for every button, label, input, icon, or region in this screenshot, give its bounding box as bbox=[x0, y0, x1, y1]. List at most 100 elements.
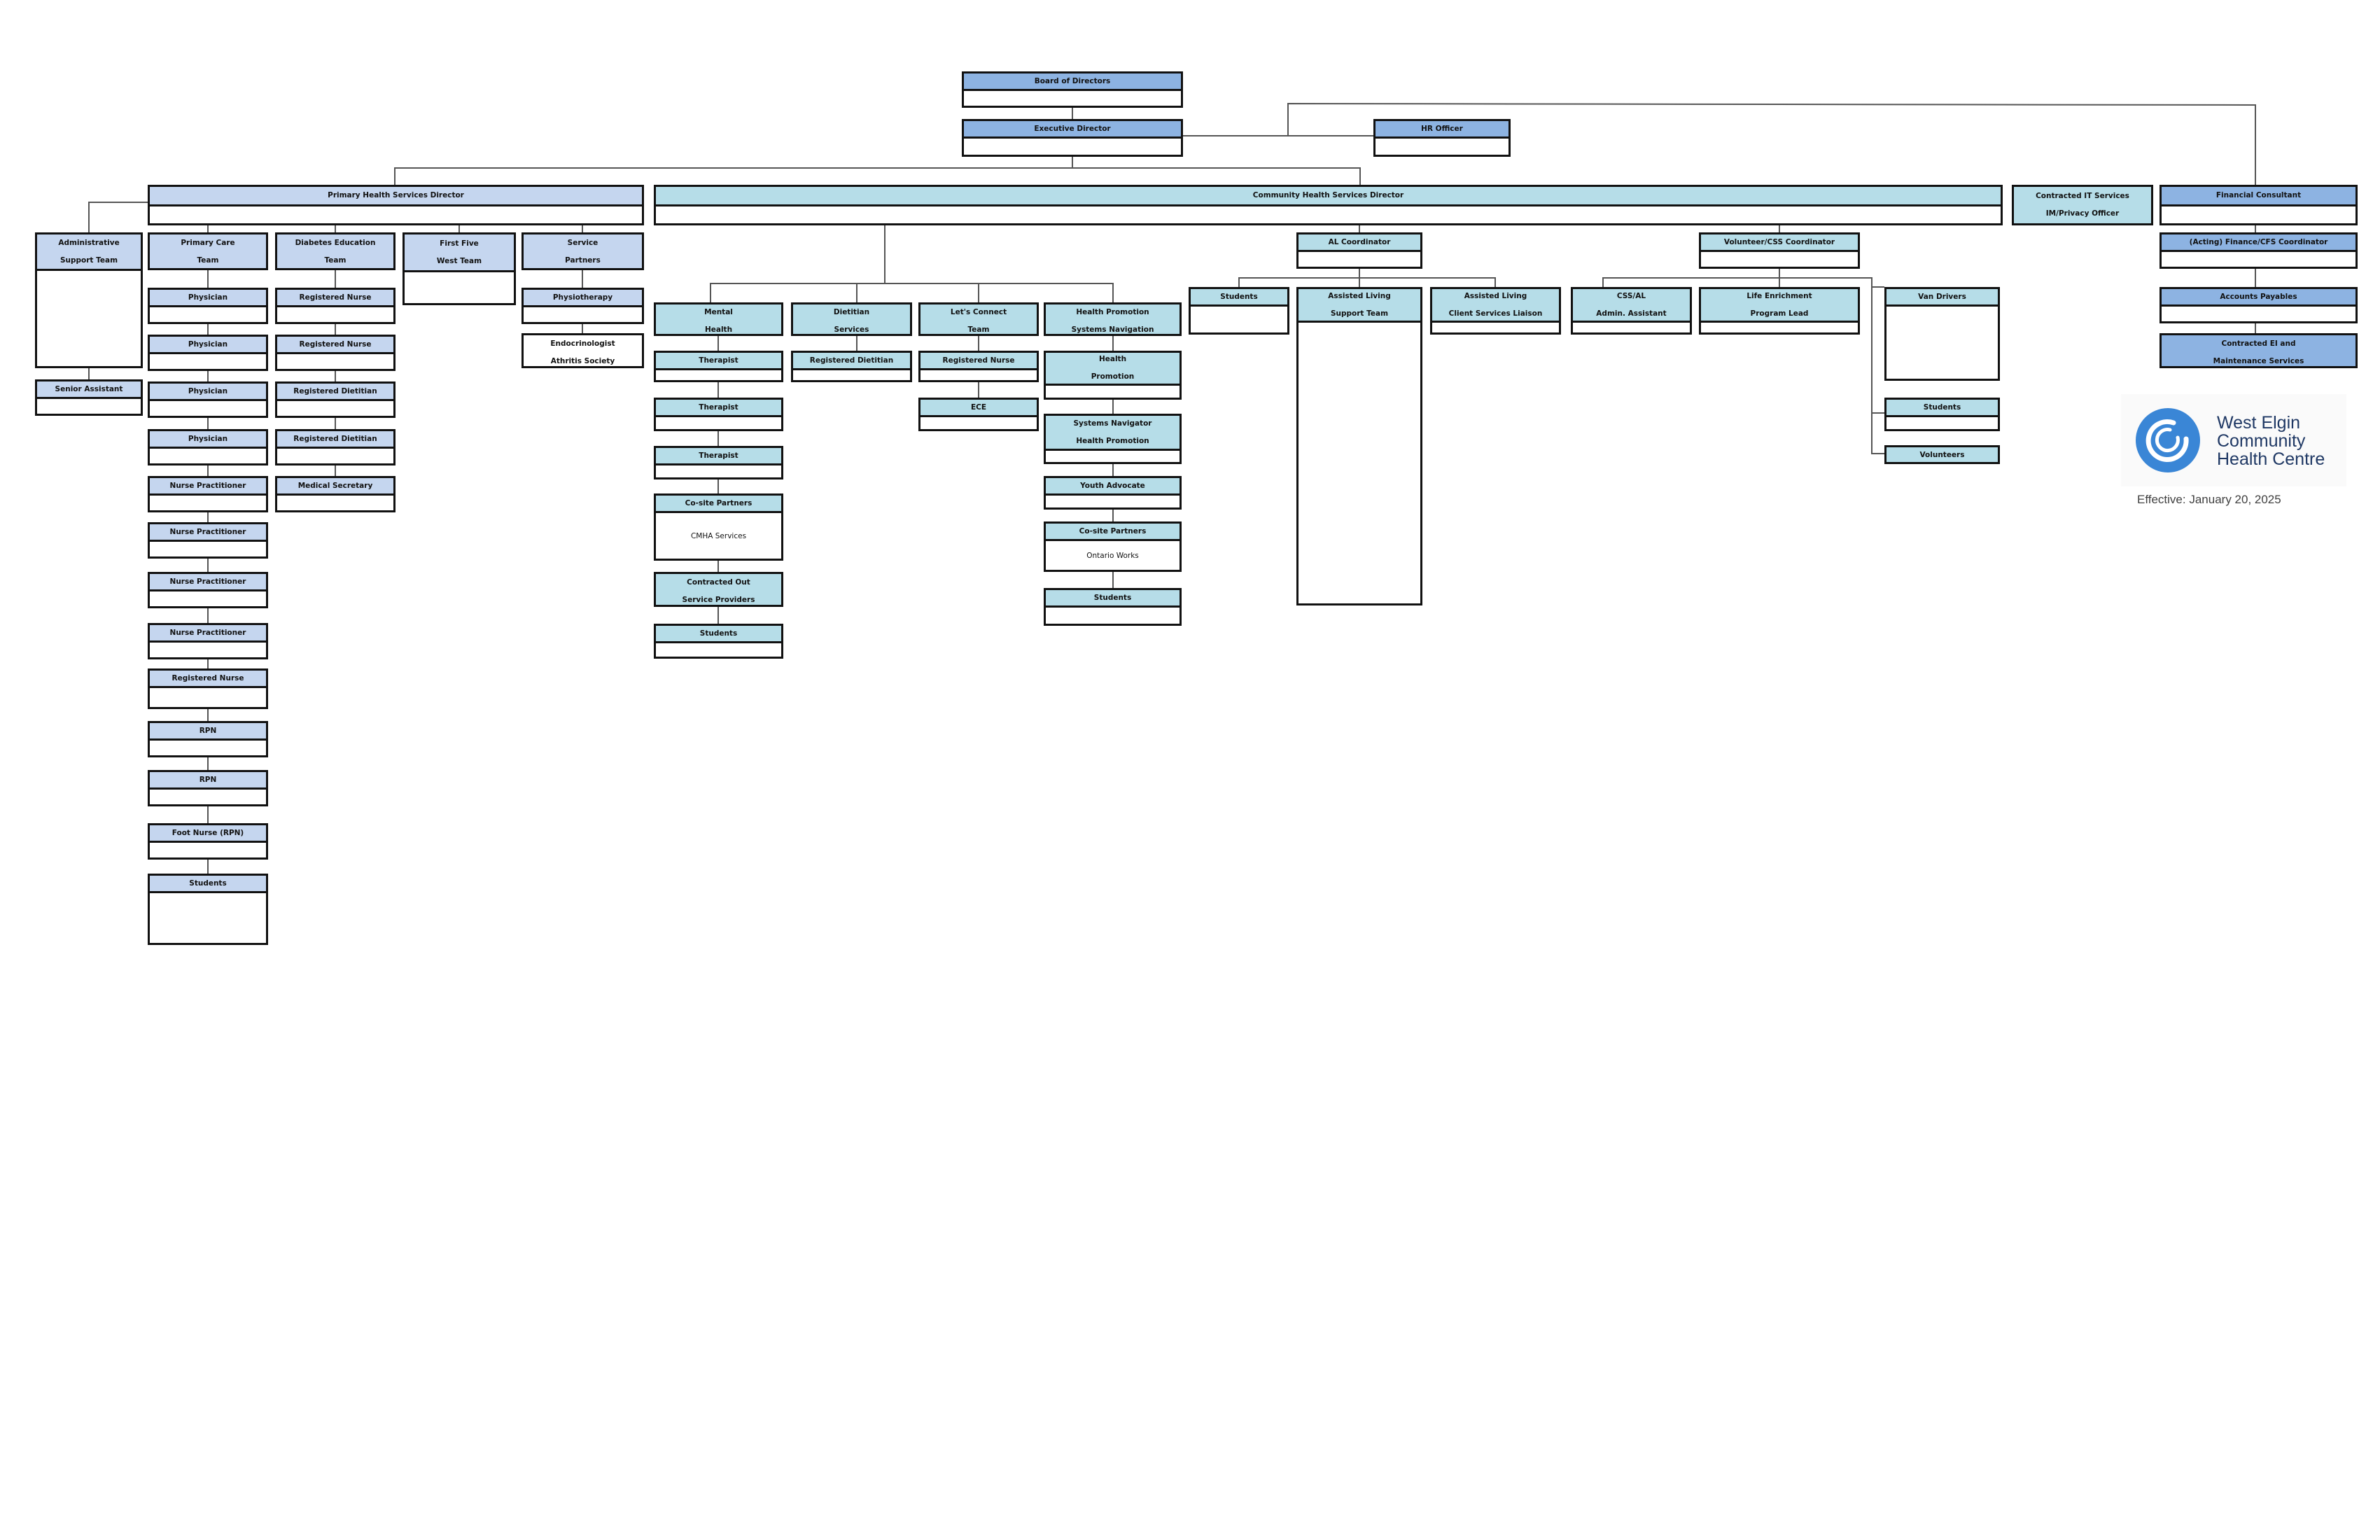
org-box-title: Board of Directors bbox=[964, 74, 1181, 91]
org-box-title: Primary Health Services Director bbox=[150, 187, 642, 206]
org-box-therapist-3: Therapist bbox=[654, 446, 783, 479]
org-box-senior: Senior Assistant bbox=[35, 379, 143, 416]
org-box-rn: Registered Nurse bbox=[148, 668, 268, 709]
org-box-blank bbox=[150, 893, 266, 943]
org-box-blank bbox=[150, 542, 266, 556]
org-box-blank bbox=[964, 91, 1181, 106]
org-box-title: HR Officer bbox=[1376, 121, 1508, 139]
org-box-blank bbox=[277, 449, 393, 463]
org-box-service: Service Partners bbox=[522, 232, 644, 270]
org-box-blank bbox=[150, 206, 642, 223]
org-box-np-4: Nurse Practitioner bbox=[148, 623, 268, 659]
org-box-title: RPN bbox=[150, 772, 266, 790]
org-box-blank bbox=[2162, 307, 2356, 321]
org-box-title: Mental Health bbox=[656, 304, 781, 334]
org-box-title: Life Enrichment Program Lead bbox=[1701, 289, 1858, 323]
org-box-title: (Acting) Finance/CFS Coordinator bbox=[2162, 234, 2356, 252]
org-box-blank bbox=[277, 354, 393, 369]
org-box-rpn: RPN bbox=[148, 721, 268, 757]
org-box-blank bbox=[656, 206, 2001, 223]
org-box-title: Nurse Practitioner bbox=[150, 574, 266, 592]
org-box-title: Co-site Partners bbox=[1046, 524, 1180, 541]
org-box-blank bbox=[405, 272, 514, 303]
org-box-title: Contracted EI and Maintenance Services bbox=[2162, 335, 2356, 366]
org-box-title: Dietitian Services bbox=[793, 304, 910, 334]
org-box-blank bbox=[150, 843, 266, 858]
org-box-ed: Executive Director bbox=[962, 119, 1183, 157]
org-box-rd-2: Registered Dietitian bbox=[275, 429, 396, 465]
org-box-blank bbox=[150, 592, 266, 606]
org-box-hpsn: Health Promotion Systems Navigation bbox=[1044, 302, 1182, 336]
org-box-title: Physician bbox=[150, 290, 266, 307]
org-box-foot: Foot Nurse (RPN) bbox=[148, 823, 268, 860]
org-box-blank bbox=[1046, 496, 1180, 507]
org-box-css-al: CSS/AL Admin. Assistant bbox=[1571, 287, 1692, 335]
org-box-blank bbox=[1298, 252, 1420, 267]
org-box-it: Contracted IT Services IM/Privacy Office… bbox=[2012, 185, 2153, 225]
connector-line bbox=[88, 202, 148, 232]
org-box-blank bbox=[150, 401, 266, 416]
org-box-board: Board of Directors bbox=[962, 71, 1183, 108]
org-box-title: Registered Nurse bbox=[150, 671, 266, 688]
org-box-blank bbox=[2162, 206, 2356, 223]
org-box-title: Students bbox=[1886, 400, 1998, 417]
org-box-blank bbox=[150, 688, 266, 707]
org-box-blank bbox=[1046, 608, 1180, 624]
org-box-blank bbox=[656, 643, 781, 657]
org-box-title: Community Health Services Director bbox=[656, 187, 2001, 206]
connector-line bbox=[1238, 277, 1359, 287]
org-box-blank bbox=[37, 399, 141, 414]
org-box-contracted: Contracted Out Service Providers bbox=[654, 572, 783, 607]
org-box-diab: Diabetes Education Team bbox=[275, 232, 396, 270]
org-box-title: Let's Connect Team bbox=[920, 304, 1037, 334]
org-box-fin-coord: (Acting) Finance/CFS Coordinator bbox=[2160, 232, 2358, 269]
org-box-title: Foot Nurse (RPN) bbox=[150, 825, 266, 843]
org-box-medsec: Medical Secretary bbox=[275, 476, 396, 512]
org-box-blank bbox=[1886, 307, 1998, 379]
org-box-blank bbox=[524, 307, 642, 322]
org-box-title: Students bbox=[150, 876, 266, 893]
org-box-blank bbox=[920, 370, 1037, 380]
org-box-title: Service Partners bbox=[524, 234, 642, 268]
org-box-therapist-2: Therapist bbox=[654, 398, 783, 431]
org-box-title: Registered Dietitian bbox=[277, 431, 393, 449]
org-box-title: Students bbox=[656, 626, 781, 643]
logo-line-3: Health Centre bbox=[2217, 449, 2325, 469]
org-box-title: Contracted Out Service Providers bbox=[656, 574, 781, 605]
org-box-blank bbox=[656, 370, 781, 380]
org-box-blank bbox=[1376, 139, 1508, 155]
connector-line bbox=[710, 225, 886, 302]
org-box-title: Registered Nurse bbox=[277, 290, 393, 307]
org-box-title: Co-site Partners bbox=[656, 496, 781, 513]
org-box-blank bbox=[656, 417, 781, 429]
org-box-title: Nurse Practitioner bbox=[150, 478, 266, 496]
org-box-detail: Ontario Works bbox=[1086, 551, 1139, 560]
org-box-blank bbox=[2162, 252, 2356, 267]
org-box-title: Systems Navigator Health Promotion bbox=[1046, 416, 1180, 451]
health-centre-logo-icon bbox=[2136, 408, 2200, 472]
org-box-title: Medical Secretary bbox=[277, 478, 393, 496]
org-box-blank bbox=[150, 790, 266, 804]
org-box-blank bbox=[150, 307, 266, 322]
org-box-title: Registered Nurse bbox=[920, 353, 1037, 370]
org-box-title: First Five West Team bbox=[405, 234, 514, 272]
org-box-title: Volunteer/CSS Coordinator bbox=[1701, 234, 1858, 252]
connector-line bbox=[710, 283, 1114, 302]
org-box-physio: Physiotherapy bbox=[522, 288, 644, 324]
org-box-blank bbox=[277, 307, 393, 322]
org-box-title: Van Drivers bbox=[1886, 289, 1998, 307]
org-box-title: Endocrinologist Athritis Society bbox=[550, 340, 615, 365]
org-box-title: Assisted Living Client Services Liaison bbox=[1432, 289, 1559, 323]
org-box-ap: Accounts Payables bbox=[2160, 287, 2358, 323]
org-box-life: Life Enrichment Program Lead bbox=[1699, 287, 1860, 335]
org-box-title: Physician bbox=[150, 384, 266, 401]
org-box-blank bbox=[1701, 323, 1858, 332]
org-box-blank bbox=[150, 354, 266, 369]
org-box-title: Physician bbox=[150, 431, 266, 449]
org-box-blank bbox=[1701, 252, 1858, 267]
org-box-blank bbox=[1886, 417, 1998, 429]
org-box-title: Physiotherapy bbox=[524, 290, 642, 307]
org-box-title: Youth Advocate bbox=[1046, 478, 1180, 496]
org-box-volunteers: Volunteers bbox=[1884, 445, 2000, 464]
